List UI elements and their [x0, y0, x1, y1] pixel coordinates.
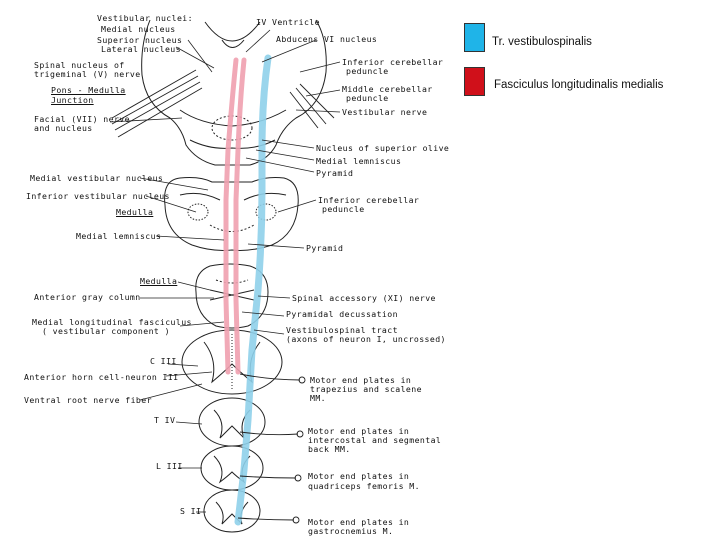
label-superior-nucleus: Superior nucleus — [97, 35, 183, 45]
leader-lines — [109, 29, 341, 513]
label-mlf-2: ( vestibular component ) — [42, 326, 170, 336]
label-pyramid-upper: Pyramid — [316, 168, 354, 178]
label-motor-intercostal-1: Motor end plates in — [308, 426, 410, 436]
label-middle-cerebellar-peduncle-1: Middle cerebellar — [342, 84, 433, 94]
label-ventral-root: Ventral root nerve fiber — [24, 395, 152, 405]
mlf-tract — [223, 57, 247, 375]
pons-outline — [141, 19, 327, 166]
label-motor-quadriceps-1: Motor end plates in — [308, 471, 410, 481]
label-abducens-nucleus: Abducens VI nucleus — [276, 34, 378, 44]
vestibulospinal-tract — [234, 54, 272, 526]
label-lateral-nucleus: Lateral nucleus — [101, 44, 181, 54]
label-nucleus-superior-olive: Nucleus of superior olive — [316, 143, 450, 153]
label-iv-ventricle: IV Ventricle — [256, 17, 320, 27]
label-c-iii: C III — [150, 356, 177, 366]
label-inferior-vestibular-nucleus: Inferior vestibular nucleus — [26, 191, 170, 201]
label-spinal-nucleus-trigeminal-2: trigeminal (V) nerve — [34, 69, 141, 79]
label-vestibular-nerve: Vestibular nerve — [342, 107, 428, 117]
label-pons-medulla-2: Junction — [51, 95, 94, 105]
label-spinal-accessory-nerve: Spinal accessory (XI) nerve — [292, 293, 436, 303]
medulla-section-upper — [164, 177, 299, 251]
label-motor-trapezius-2: trapezius and scalene — [310, 384, 422, 394]
spinal-segment-c3 — [181, 329, 283, 395]
legend-label-vestibulospinal: Tr. vestibulospinalis — [492, 36, 592, 48]
label-medulla-1: Medulla — [116, 207, 154, 217]
label-motor-gastrocnemius-2: gastrocnemius M. — [308, 526, 394, 536]
label-medial-vestibular-nucleus: Medial vestibular nucleus — [30, 173, 164, 183]
label-anterior-gray-column: Anterior gray column — [34, 292, 141, 302]
label-vestibulospinal-tract-2: (axons of neuron I, uncrossed) — [286, 334, 446, 344]
label-pyramidal-decussation: Pyramidal decussation — [286, 309, 398, 319]
spinal-segment-t4 — [198, 397, 266, 447]
cranial-nerve-fibers — [111, 69, 335, 138]
label-inferior-cerebellar-peduncle-b2: peduncle — [322, 204, 365, 214]
label-vestibulospinal-tract-1: Vestibulospinal tract — [286, 325, 398, 335]
medulla-section-lower — [195, 263, 269, 329]
label-inferior-cerebellar-peduncle-1: Inferior cerebellar — [342, 57, 444, 67]
label-pons-medulla-1: Pons - Medulla — [51, 85, 126, 95]
legend-swatch-mlf — [464, 67, 485, 96]
label-vestibular-nuclei: Vestibular nuclei: — [97, 13, 193, 23]
label-l-iii: L III — [156, 461, 183, 471]
label-medial-lemniscus-lower: Medial lemniscus — [76, 231, 162, 241]
label-medial-lemniscus-upper: Medial lemniscus — [316, 156, 402, 166]
label-medial-nucleus: Medial nucleus — [101, 24, 176, 34]
label-inferior-cerebellar-peduncle-2: peduncle — [346, 66, 389, 76]
label-facial-nerve-2: and nucleus — [34, 123, 93, 133]
label-facial-nerve-1: Facial (VII) nerve — [34, 114, 130, 124]
fourth-ventricle — [204, 21, 261, 42]
spinal-segment-l3 — [200, 445, 264, 491]
label-inferior-cerebellar-peduncle-b1: Inferior cerebellar — [318, 195, 420, 205]
label-motor-trapezius-1: Motor end plates in — [310, 375, 412, 385]
label-s-ii: S II — [180, 506, 202, 516]
label-motor-intercostal-3: back MM. — [308, 444, 351, 454]
label-motor-gastrocnemius-1: Motor end plates in — [308, 517, 410, 527]
legend-label-mlf: Fasciculus longitudinalis medialis — [494, 79, 664, 91]
label-motor-intercostal-2: intercostal and segmental — [308, 435, 442, 445]
label-anterior-horn-cell: Anterior horn cell-neuron III — [24, 372, 179, 382]
label-medulla-2: Medulla — [140, 276, 178, 286]
label-spinal-nucleus-trigeminal-1: Spinal nucleus of — [34, 60, 125, 70]
label-motor-quadriceps-2: quadriceps femoris M. — [308, 481, 420, 491]
label-mlf-1: Medial longitudinal fasciculus — [32, 317, 192, 327]
label-t-iv: T IV — [154, 415, 176, 425]
motor-fibers — [237, 373, 306, 524]
label-middle-cerebellar-peduncle-2: peduncle — [346, 93, 389, 103]
legend-swatch-vestibulospinal — [464, 23, 485, 52]
label-motor-trapezius-3: MM. — [310, 393, 326, 403]
spinal-segment-s2 — [203, 489, 261, 533]
label-pyramid-lower: Pyramid — [306, 243, 344, 253]
